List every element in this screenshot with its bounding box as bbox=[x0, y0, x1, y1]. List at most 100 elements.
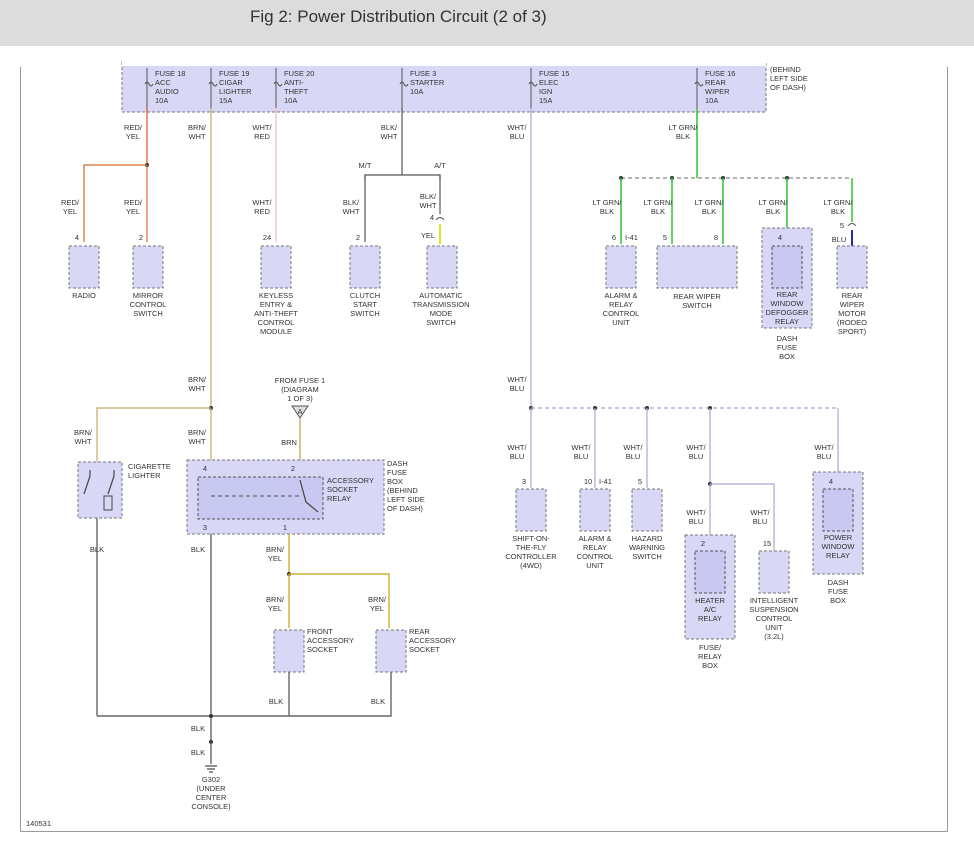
wire-label: BLK bbox=[676, 132, 690, 141]
alarm-label: CONTROL bbox=[603, 309, 640, 318]
wiper-motor-box bbox=[836, 245, 868, 289]
fuse-label-f18: AUDIO bbox=[155, 87, 179, 96]
pin-label: 4 bbox=[829, 477, 833, 486]
power-window-label: WINDOW bbox=[822, 542, 856, 551]
fuse-box-note: (BEHIND bbox=[770, 65, 801, 74]
radio-label: RADIO bbox=[72, 291, 96, 300]
ground-label: CENTER bbox=[196, 793, 227, 802]
wire-label: WHT/ bbox=[814, 443, 834, 452]
heater-label: RELAY bbox=[698, 614, 722, 623]
wire-label: WHT/ bbox=[252, 198, 272, 207]
wire-label: LT GRN/ bbox=[824, 198, 854, 207]
hazard-label: WARNING bbox=[629, 543, 665, 552]
fuse-label-f20: FUSE 20 bbox=[284, 69, 314, 78]
defogger-label: WINDOW bbox=[771, 299, 805, 308]
wire-label: BLK bbox=[90, 545, 104, 554]
dash-fuse-box-note: OF DASH) bbox=[387, 504, 423, 513]
suspension-label: INTELLIGENT bbox=[750, 596, 799, 605]
fuse-symbol bbox=[694, 81, 704, 87]
wire-label: YEL bbox=[126, 207, 140, 216]
wire-label: WHT bbox=[380, 132, 397, 141]
pin-label: 3 bbox=[203, 523, 207, 532]
hazard-label: HAZARD bbox=[632, 534, 663, 543]
wire-label: YEL bbox=[126, 132, 140, 141]
keyless-label: MODULE bbox=[260, 327, 292, 336]
wire-label: WHT/ bbox=[571, 443, 591, 452]
wire-mt-at-split bbox=[364, 174, 441, 180]
pin-label: 6 bbox=[612, 233, 616, 242]
dash-fuse-box-note: DASH bbox=[387, 459, 408, 468]
fuse-symbol bbox=[399, 81, 409, 87]
shift-label: THE-FLY bbox=[516, 543, 547, 552]
rear-wiper-switch-box bbox=[656, 245, 738, 289]
pin-label: 4 bbox=[430, 213, 434, 222]
wire-label: BLK/ bbox=[381, 123, 398, 132]
alarm-lower-label: CONTROL bbox=[577, 552, 614, 561]
fuse-label-f15: FUSE 15 bbox=[539, 69, 569, 78]
fuse-label-f20: ANTI- bbox=[284, 78, 304, 87]
keyless-label: ENTRY & bbox=[260, 300, 292, 309]
ground-label: (UNDER bbox=[196, 784, 226, 793]
wire-brn-yel-rear bbox=[289, 573, 390, 628]
fuse-box bbox=[121, 61, 767, 113]
pin-label: 2 bbox=[139, 233, 143, 242]
fuse-label-f18: 10A bbox=[155, 96, 168, 105]
fuse-relay-label: FUSE/ bbox=[699, 643, 722, 652]
wire-label: BRN/ bbox=[188, 123, 207, 132]
wire-label: YEL bbox=[268, 554, 282, 563]
alarm-lower-label: RELAY bbox=[583, 543, 607, 552]
wire-label: WHT/ bbox=[623, 443, 643, 452]
wire-label: BLU bbox=[510, 132, 525, 141]
wire-label: BLK bbox=[191, 724, 205, 733]
dash-fuse-box-label: BOX bbox=[830, 596, 846, 605]
wire-label: BLU bbox=[832, 235, 847, 244]
pin-label: 3 bbox=[522, 477, 526, 486]
fuse-label-f19: LIGHTER bbox=[219, 87, 252, 96]
alarm-unit-box bbox=[605, 245, 637, 289]
pin-label: 15 bbox=[763, 539, 771, 548]
shift-label: SHIFT-ON- bbox=[512, 534, 550, 543]
wire-label: LT GRN/ bbox=[759, 198, 789, 207]
fuse-label-f18: FUSE 18 bbox=[155, 69, 185, 78]
wire-label: M/T bbox=[359, 161, 372, 170]
mirror-label: SWITCH bbox=[133, 309, 163, 318]
wire-label: BLU bbox=[817, 452, 832, 461]
wire-label: BRN/ bbox=[188, 375, 207, 384]
dash-fuse-box-label: DASH bbox=[828, 578, 849, 587]
wire-label: BLU bbox=[510, 452, 525, 461]
front-socket-label: ACCESSORY bbox=[307, 636, 354, 645]
dash-fuse-box-note: (BEHIND bbox=[387, 486, 418, 495]
defogger-label: RELAY bbox=[775, 317, 799, 326]
wire-label: WHT bbox=[74, 437, 91, 446]
wire-label: BLU bbox=[689, 517, 704, 526]
fuse-label-f16: REAR bbox=[705, 78, 726, 87]
front-socket-box bbox=[273, 629, 305, 673]
pin-label: 4 bbox=[203, 464, 207, 473]
pin-label: 5 bbox=[663, 233, 667, 242]
fuse-box-note: LEFT SIDE bbox=[770, 74, 808, 83]
wire-label: BLK bbox=[766, 207, 780, 216]
clutch-label: SWITCH bbox=[350, 309, 380, 318]
suspension-label: SUSPENSION bbox=[749, 605, 798, 614]
pin-label: 4 bbox=[75, 233, 79, 242]
alarm-lower-label: UNIT bbox=[586, 561, 604, 570]
shift-label: CONTROLLER bbox=[505, 552, 557, 561]
heater-relay-box bbox=[694, 550, 726, 594]
wire-label: YEL bbox=[63, 207, 77, 216]
wire-label: YEL bbox=[370, 604, 384, 613]
pin-label: 5 bbox=[840, 221, 844, 230]
fuse-label-f19: FUSE 19 bbox=[219, 69, 249, 78]
wire-label: LT GRN/ bbox=[593, 198, 623, 207]
rear-wiper-label: REAR WIPER bbox=[673, 292, 721, 301]
fuse-relay-label: BOX bbox=[702, 661, 718, 670]
relay-switch bbox=[299, 479, 319, 513]
suspension-label: (3.2L) bbox=[764, 632, 784, 641]
wire-label: A/T bbox=[434, 161, 446, 170]
wire-label: YEL bbox=[421, 231, 435, 240]
rear-socket-label: ACCESSORY bbox=[409, 636, 456, 645]
wire-label: BLK bbox=[371, 697, 385, 706]
rear-socket-box bbox=[375, 629, 407, 673]
front-socket-label: SOCKET bbox=[307, 645, 338, 654]
wire-label: RED bbox=[254, 207, 270, 216]
